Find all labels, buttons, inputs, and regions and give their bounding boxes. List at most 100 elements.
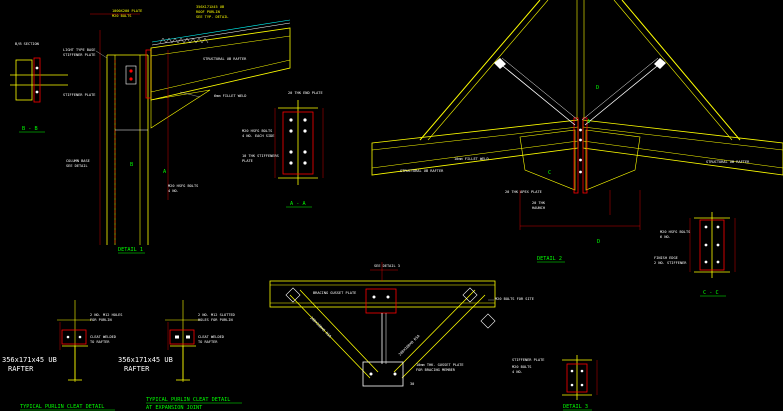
brace-member xyxy=(419,0,541,141)
note: HAUNCH xyxy=(532,206,545,210)
left-haunch xyxy=(519,129,576,191)
note: SEE DETAIL xyxy=(66,164,88,168)
note: CLEAT WELDED xyxy=(90,335,116,339)
node-plate xyxy=(494,58,506,69)
rafter-size-label: 356x171x45 UB xyxy=(118,356,173,364)
right-rafter-flange-2 xyxy=(582,140,783,169)
note: STRUCTURAL UB RAFTER xyxy=(400,169,444,173)
purlin-cleat-expansion-title-2: AT EXPANSION JOINT xyxy=(146,405,202,411)
rafter-size-label: 356x171x45 UB xyxy=(2,356,57,364)
note: STIFFENER PLATE xyxy=(63,93,95,97)
apex-bolts xyxy=(579,128,582,174)
right-haunch xyxy=(585,129,641,191)
slot-hole xyxy=(186,335,190,339)
note: CLEAT WELDED xyxy=(198,335,224,339)
note: 4 NO. xyxy=(168,189,179,193)
note: COLUMN BASE xyxy=(66,159,90,163)
end-plate xyxy=(145,49,152,99)
note: M20 BOLTS xyxy=(112,14,131,18)
bolt-icon xyxy=(289,150,293,154)
bolt-group-box xyxy=(125,65,137,85)
diagonal-right xyxy=(393,289,476,373)
diagonal-right-edge xyxy=(401,294,486,379)
bolts-detail1 xyxy=(125,65,137,85)
left-rafter-flange-2 xyxy=(371,140,579,169)
bolt-icon xyxy=(78,335,82,339)
purlin-cleat-detail: 2 NO. M12 HOLES FOR PURLIN CLEAT WELDED … xyxy=(2,300,122,411)
note: 6mm FILLET WELD xyxy=(214,94,246,98)
d3-plate xyxy=(566,363,588,393)
bolt-icon xyxy=(716,243,720,247)
bolt-icon xyxy=(579,170,582,174)
note: 4 NO. EACH SIDE xyxy=(242,134,274,138)
section-marker: C xyxy=(548,170,551,176)
bolt-icon xyxy=(35,90,39,94)
purlin-cleat-expansion-detail: 2 NO. M12 SLOTTED HOLES FOR PURLIN CLEAT… xyxy=(118,300,242,411)
note: HOLES FOR PURLIN xyxy=(198,318,233,322)
bolt-icon xyxy=(704,225,708,229)
bolt-icon xyxy=(303,129,307,133)
bolt-icon xyxy=(716,225,720,229)
note: TO RAFTER xyxy=(198,340,218,344)
note: STIFFENER PLATE xyxy=(512,358,544,362)
bolt-icon xyxy=(289,129,293,133)
note: 20 THK END PLATE xyxy=(288,91,323,95)
bolt-icon xyxy=(35,66,39,70)
note: B/B SECTION xyxy=(15,42,39,46)
note: 6 NO. xyxy=(660,235,671,239)
tie-member xyxy=(584,61,663,126)
diagonal-label-left: 200X100X8 RSA xyxy=(309,316,332,339)
section-title-aa: A - A xyxy=(290,201,306,207)
bolt-icon xyxy=(570,383,574,387)
diagonal-label-right: 200X100X8 RSA xyxy=(398,333,421,356)
section-marker: D xyxy=(596,85,599,91)
note: 1000X200 PLATE xyxy=(112,9,142,13)
bolt-icon xyxy=(303,161,307,165)
gusset-plate-bottom xyxy=(362,361,404,387)
note: FOR BRACING MEMBER xyxy=(416,368,456,372)
note: ROOF PURLIN xyxy=(196,10,220,14)
purlin-cleat-title: TYPICAL PURLIN CLEAT DETAIL xyxy=(20,404,104,410)
note: BRACING GUSSET PLATE xyxy=(313,291,356,295)
note: LIGHT TYPE BASE xyxy=(63,48,95,52)
purlin-cleat-expansion-title-1: TYPICAL PURLIN CLEAT DETAIL xyxy=(146,397,230,403)
node-plate xyxy=(654,58,666,69)
note: SEE TYP. DETAIL xyxy=(196,15,228,19)
haunch xyxy=(150,89,211,129)
note: 20 THK xyxy=(532,201,546,205)
note: 2 NO. STIFFENER xyxy=(654,261,687,265)
bracing-detail: SEE DETAIL 3 BRACING GUSSET PLATE 200X10… xyxy=(269,262,534,387)
brace-member xyxy=(621,0,741,141)
note: M20 BOLTS FOR SITE xyxy=(495,297,534,301)
bolt-icon xyxy=(579,138,582,142)
bolt-icon xyxy=(386,295,390,299)
aa-end-plate xyxy=(282,111,314,175)
roof-sheet-line-2 xyxy=(151,22,291,46)
bolt-icon xyxy=(289,118,293,122)
tie-member-edge xyxy=(581,57,659,121)
note: M20 HSFG BOLTS xyxy=(168,184,198,188)
rafter-member xyxy=(150,27,291,101)
bolt-icon xyxy=(716,260,720,264)
apex-plate-left xyxy=(573,117,579,194)
slot-hole xyxy=(175,335,179,339)
note: FINISH EDGE xyxy=(654,256,678,260)
note: TO RAFTER xyxy=(90,340,110,344)
bolt-icon xyxy=(579,128,582,132)
gusset-plate-top xyxy=(365,288,397,314)
left-rafter xyxy=(371,119,579,176)
note: PLATE xyxy=(242,159,253,163)
leader-line xyxy=(95,50,108,59)
section-title-bb: B - B xyxy=(22,126,38,132)
section-c-c: M20 HSFG BOLTS 6 NO. FINISH EDGE 2 NO. S… xyxy=(654,212,736,297)
rafter-label: RAFTER xyxy=(124,365,150,373)
apex-plate-right xyxy=(582,117,588,194)
bolt-icon xyxy=(372,295,376,299)
section-marker-a: A xyxy=(163,169,167,175)
tie-member-edge xyxy=(501,57,579,121)
bolt-icon xyxy=(704,260,708,264)
right-rafter-flange xyxy=(582,126,783,151)
note: 2 NO. M12 HOLES xyxy=(90,313,122,317)
right-rafter xyxy=(582,119,783,176)
